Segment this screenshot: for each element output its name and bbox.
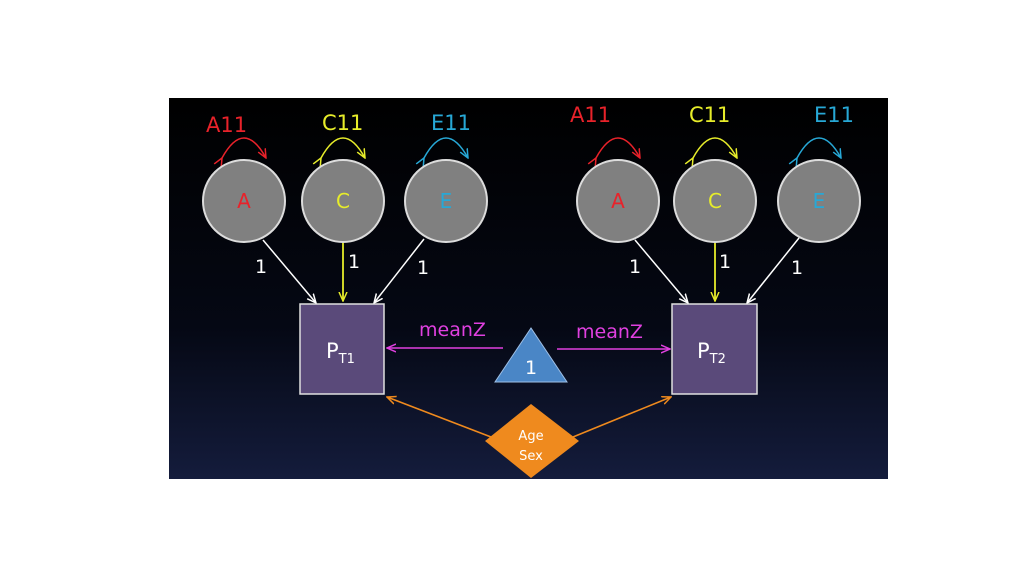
mean-path-t2-label: meanZ [576,321,643,343]
path-a-to-p-t1 [262,239,316,303]
variance-arc-a-t1 [222,137,266,158]
covariate-label-age: Age [518,429,543,444]
phenotype-t2-box [671,303,758,395]
latent-e-t2 [777,159,861,243]
phenotype-t1-box [299,303,385,395]
variance-arc-e-t2 [797,137,841,158]
variance-label-a-t1: A11 [206,113,247,137]
ace-twin-model-diagram: A11 C11 E11 A C E 1 1 1 PT1 A11 C11 E11 … [169,98,888,479]
latent-c-t1-label: C [336,189,350,213]
latent-c-t1 [301,159,385,243]
loading-e-t2: 1 [791,257,803,279]
path-diagram-panel: A11 C11 E11 A C E 1 1 1 PT1 A11 C11 E11 … [169,98,888,479]
variance-arc-c-t2 [693,137,737,158]
latent-a-t2-label: A [611,189,625,213]
variance-label-e-t1: E11 [431,111,471,135]
loading-c-t1: 1 [348,251,360,273]
path-a-to-p-t2 [634,239,688,303]
loading-a-t1: 1 [255,256,267,278]
latent-c-t2-label: C [708,189,722,213]
latent-e-t2-label: E [813,189,826,213]
covariate-diamond [485,404,579,478]
loading-c-t2: 1 [719,251,731,273]
latent-e-t1-label: E [440,189,453,213]
path-e-to-p-t2 [747,237,800,303]
variance-arc-e-t1 [424,137,468,158]
latent-a-t1 [202,159,286,243]
latent-a-t1-label: A [237,189,251,213]
variance-label-c-t2: C11 [689,103,730,127]
covariate-path-t2 [572,397,671,438]
latent-c-t2 [673,159,757,243]
variance-arc-a-t2 [596,137,640,158]
mean-triangle [494,327,568,383]
variance-label-c-t1: C11 [322,111,363,135]
latent-a-t2 [576,159,660,243]
mean-triangle-label: 1 [525,357,537,379]
mean-path-t1-label: meanZ [419,319,486,341]
covariate-path-t1 [387,397,492,438]
phenotype-t2-label: PT2 [697,339,726,367]
variance-label-a-t2: A11 [570,103,611,127]
loading-a-t2: 1 [629,256,641,278]
latent-e-t1 [404,159,488,243]
loading-e-t1: 1 [417,257,429,279]
path-e-to-p-t1 [374,238,425,303]
phenotype-t1-label: PT1 [326,339,355,367]
variance-arc-c-t1 [321,137,365,158]
variance-label-e-t2: E11 [814,103,854,127]
covariate-label-sex: Sex [519,449,543,464]
